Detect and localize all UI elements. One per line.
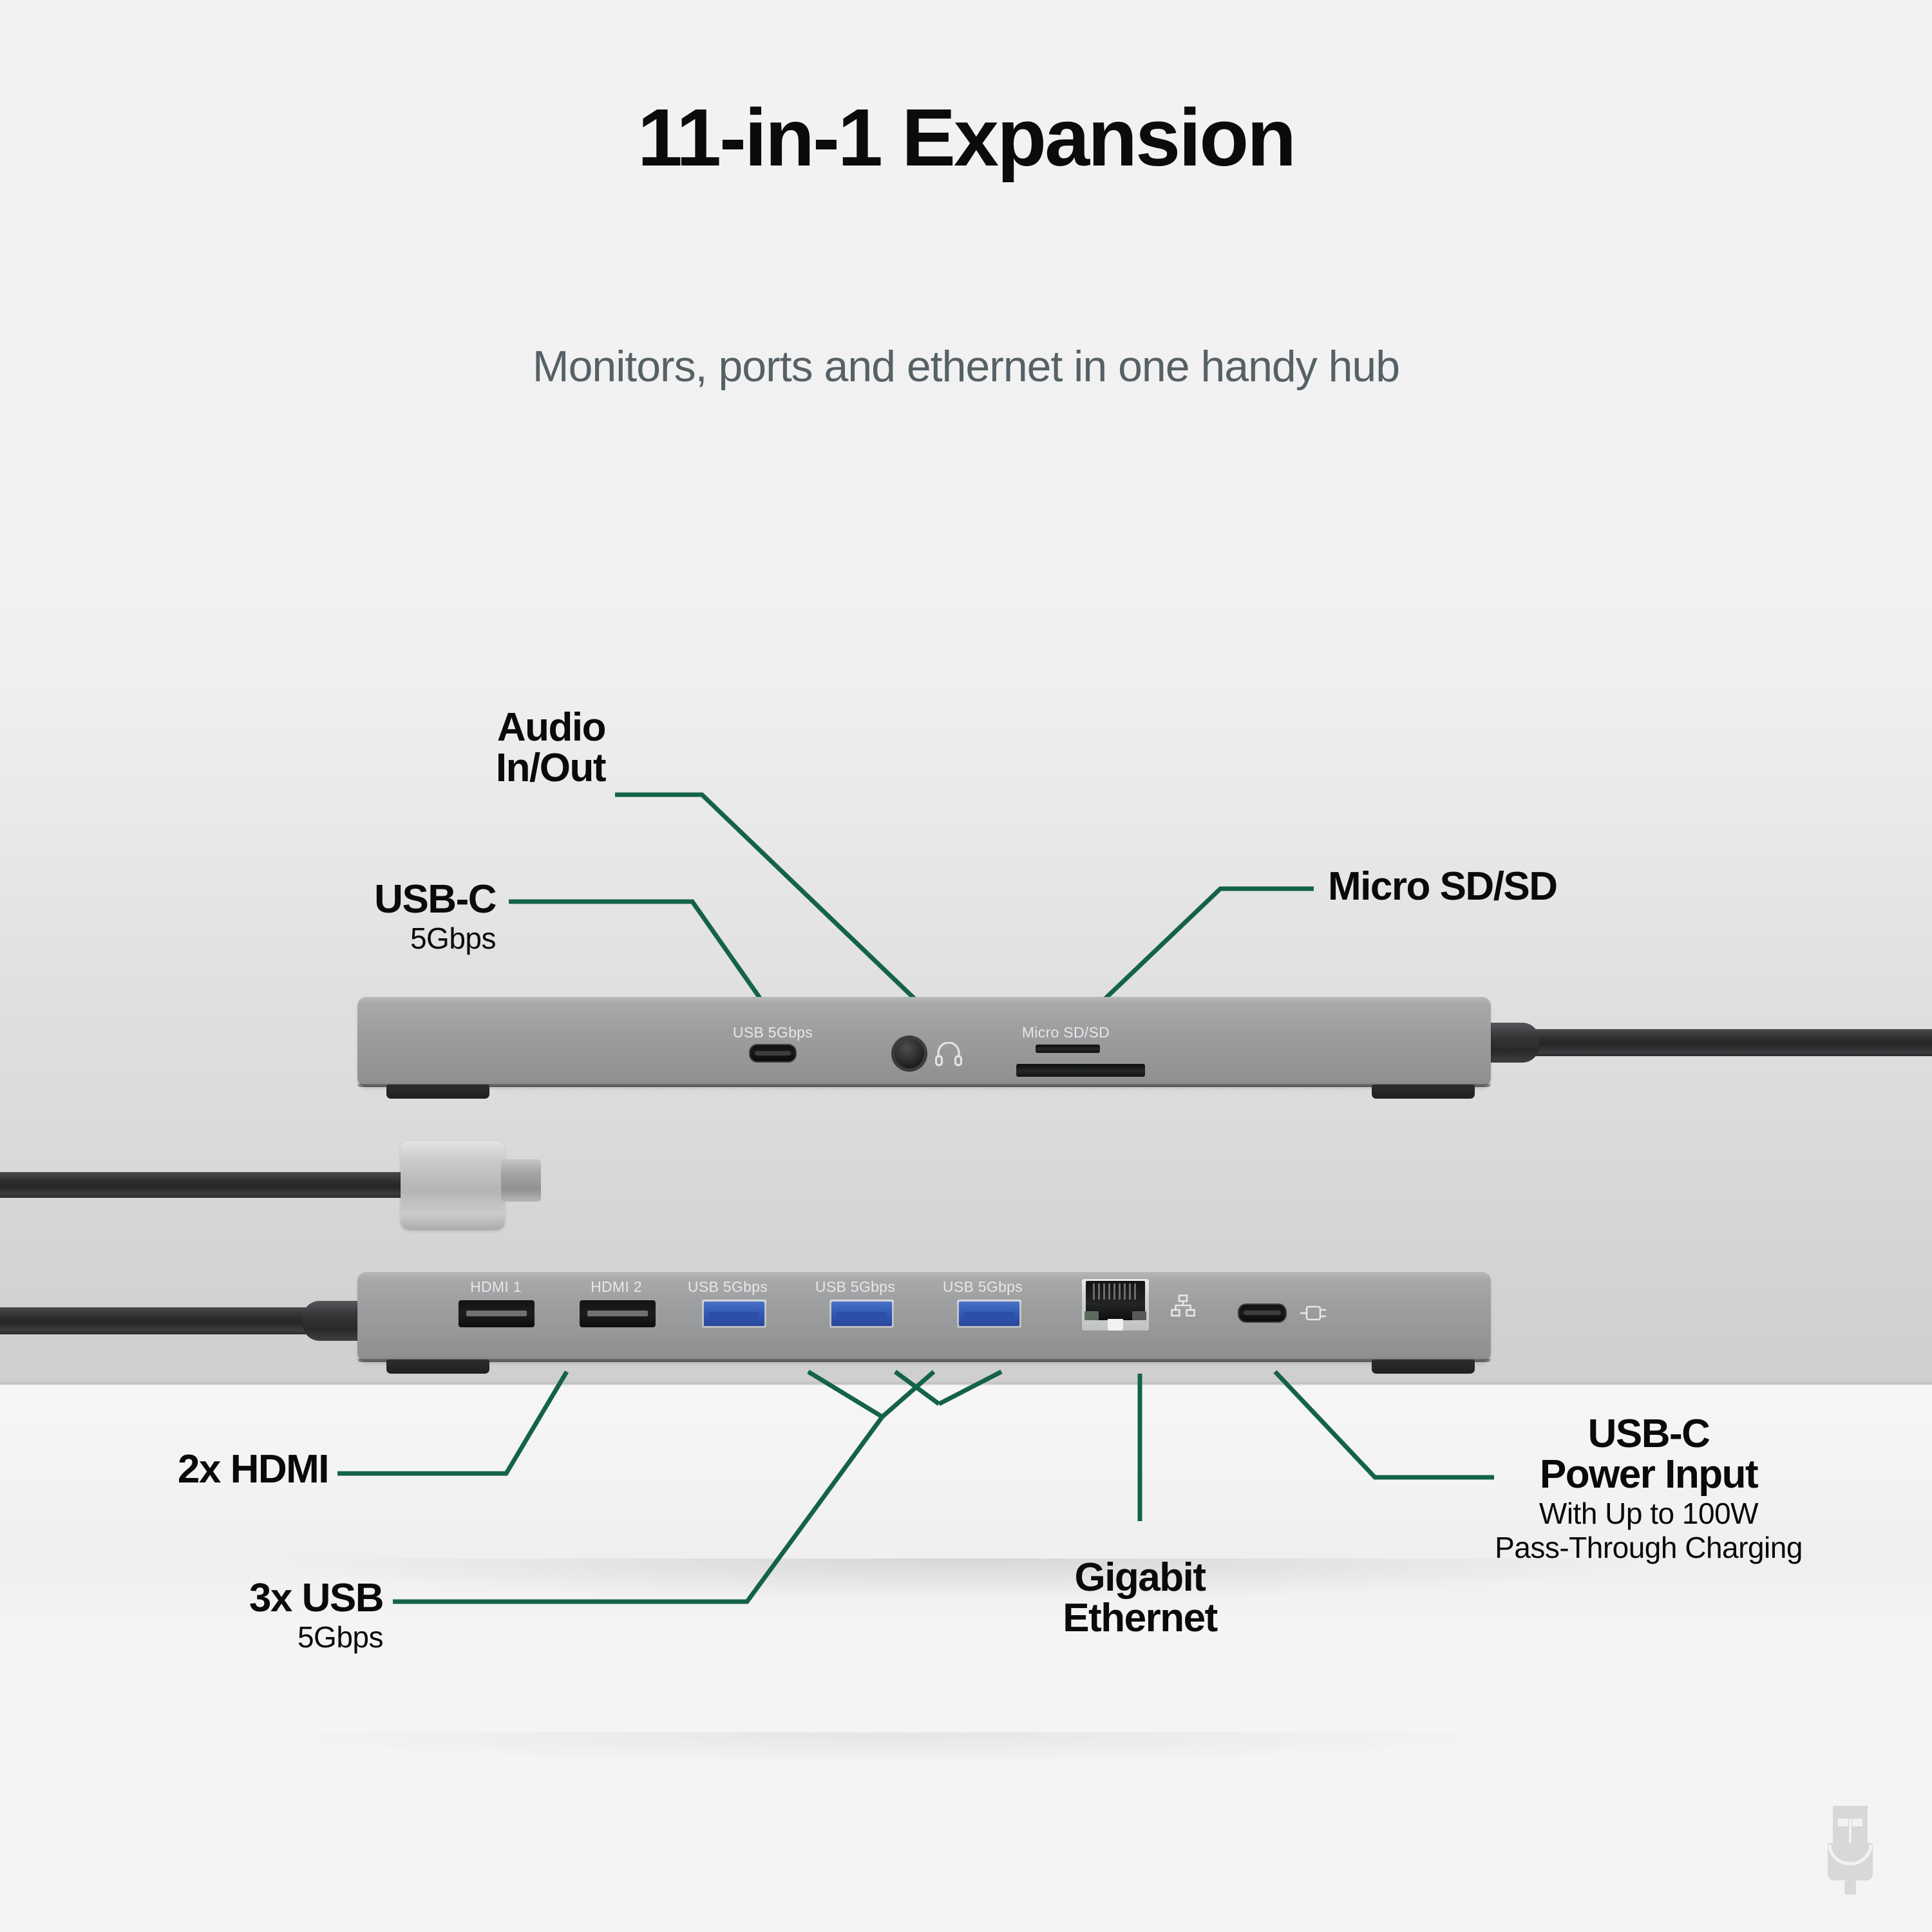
hdmi-1-tongue bbox=[466, 1310, 527, 1317]
callout-power-sub2: Pass-Through Charging bbox=[1495, 1531, 1803, 1565]
usbc-connector-cable bbox=[0, 1172, 412, 1198]
port-label-usb-1: USB 5Gbps bbox=[687, 1278, 768, 1295]
callout-usbc-data: USB-C 5Gbps bbox=[148, 877, 497, 956]
callout-power-line1: USB-C bbox=[1587, 1412, 1710, 1456]
dock-bottom-panel bbox=[357, 1272, 1491, 1362]
usb-a-port-1-inner bbox=[704, 1302, 764, 1326]
callout-power-sub1: With Up to 100W bbox=[1539, 1497, 1759, 1531]
network-icon bbox=[1171, 1294, 1195, 1317]
page-title: 11-in-1 Expansion bbox=[637, 92, 1296, 183]
callout-ethernet: Gigabit Ethernet bbox=[947, 1555, 1333, 1641]
dock-top-foot-left bbox=[386, 1084, 489, 1099]
usb-a-port-3-inner bbox=[959, 1302, 1019, 1326]
surface-edge bbox=[0, 1382, 1932, 1386]
ethernet-led-right bbox=[1132, 1311, 1146, 1320]
page-subtitle: Monitors, ports and ethernet in one hand… bbox=[532, 342, 1400, 391]
usb-plug-icon bbox=[1828, 1806, 1873, 1895]
floor-reflection-upper bbox=[0, 1558, 1932, 1681]
callout-audio: Audio In/Out bbox=[245, 705, 607, 791]
ethernet-port-notch bbox=[1107, 1319, 1124, 1331]
dock-bottom-foot-left bbox=[386, 1359, 489, 1374]
usb-a-port-2-inner bbox=[831, 1302, 892, 1326]
callout-usb-title: 3x USB bbox=[249, 1576, 384, 1620]
hdmi-2-port[interactable] bbox=[580, 1300, 656, 1327]
port-label-microsd: Micro SD/SD bbox=[1021, 1024, 1110, 1041]
audio-jack-port[interactable] bbox=[891, 1036, 927, 1072]
ethernet-rj45-port[interactable] bbox=[1082, 1279, 1149, 1331]
callout-hdmi: 2x HDMI bbox=[0, 1447, 330, 1492]
microsd-card-slot[interactable] bbox=[1036, 1045, 1100, 1053]
callout-microsd: Micro SD/SD bbox=[1328, 866, 1779, 907]
ethernet-port-pins bbox=[1093, 1283, 1138, 1300]
usbc-connector-body bbox=[401, 1141, 505, 1230]
ethernet-led-left bbox=[1084, 1311, 1099, 1320]
callout-usbc-data-title: USB-C bbox=[374, 877, 497, 922]
power-plug-icon bbox=[1300, 1305, 1326, 1321]
callout-usb: 3x USB 5Gbps bbox=[39, 1576, 384, 1654]
usb-a-port-2-tongue bbox=[836, 1311, 887, 1318]
usbc-power-port[interactable] bbox=[1238, 1303, 1287, 1323]
top-dock-cable-boot bbox=[1481, 1023, 1539, 1063]
dock-top-foot-right bbox=[1372, 1084, 1475, 1099]
port-label-usbc-data: USB 5Gbps bbox=[732, 1024, 813, 1041]
callout-ethernet-line2: Ethernet bbox=[1063, 1596, 1218, 1641]
port-label-hdmi-2: HDMI 2 bbox=[591, 1278, 642, 1295]
port-label-hdmi-1: HDMI 1 bbox=[470, 1278, 522, 1295]
usbc-connector-tip bbox=[501, 1159, 541, 1202]
usb-a-port-1-tongue bbox=[708, 1311, 760, 1318]
usb-a-port-2[interactable] bbox=[829, 1300, 894, 1328]
usb-a-port-3-tongue bbox=[963, 1311, 1015, 1318]
port-label-usb-3: USB 5Gbps bbox=[942, 1278, 1023, 1295]
callout-hdmi-title: 2x HDMI bbox=[177, 1447, 330, 1492]
dock-bottom-foot-right bbox=[1372, 1359, 1475, 1374]
usbc-data-port[interactable] bbox=[749, 1044, 797, 1063]
top-dock-cable bbox=[1510, 1029, 1932, 1056]
callout-microsd-title: Micro SD/SD bbox=[1328, 864, 1558, 909]
callout-audio-line1: Audio bbox=[497, 705, 607, 750]
bottom-dock-cable-boot bbox=[303, 1301, 367, 1341]
callout-usb-sub: 5Gbps bbox=[297, 1620, 384, 1654]
dock-top-panel bbox=[357, 997, 1491, 1087]
hdmi-2-tongue bbox=[587, 1310, 649, 1317]
sd-card-slot[interactable] bbox=[1016, 1064, 1145, 1077]
callout-ethernet-line1: Gigabit bbox=[1074, 1555, 1206, 1600]
floor-reflection-lower bbox=[0, 1732, 1932, 1829]
usb-a-port-3[interactable] bbox=[957, 1300, 1021, 1328]
callout-power: USB-C Power Input With Up to 100W Pass-T… bbox=[1401, 1414, 1897, 1563]
callout-usbc-data-sub: 5Gbps bbox=[410, 922, 497, 956]
bottom-dock-cable bbox=[0, 1307, 335, 1334]
hdmi-1-port[interactable] bbox=[459, 1300, 535, 1327]
headset-icon bbox=[935, 1042, 962, 1066]
usb-a-port-1[interactable] bbox=[702, 1300, 766, 1328]
callout-power-line2: Power Input bbox=[1539, 1452, 1759, 1497]
callout-audio-line2: In/Out bbox=[495, 746, 607, 791]
port-label-usb-2: USB 5Gbps bbox=[815, 1278, 896, 1295]
